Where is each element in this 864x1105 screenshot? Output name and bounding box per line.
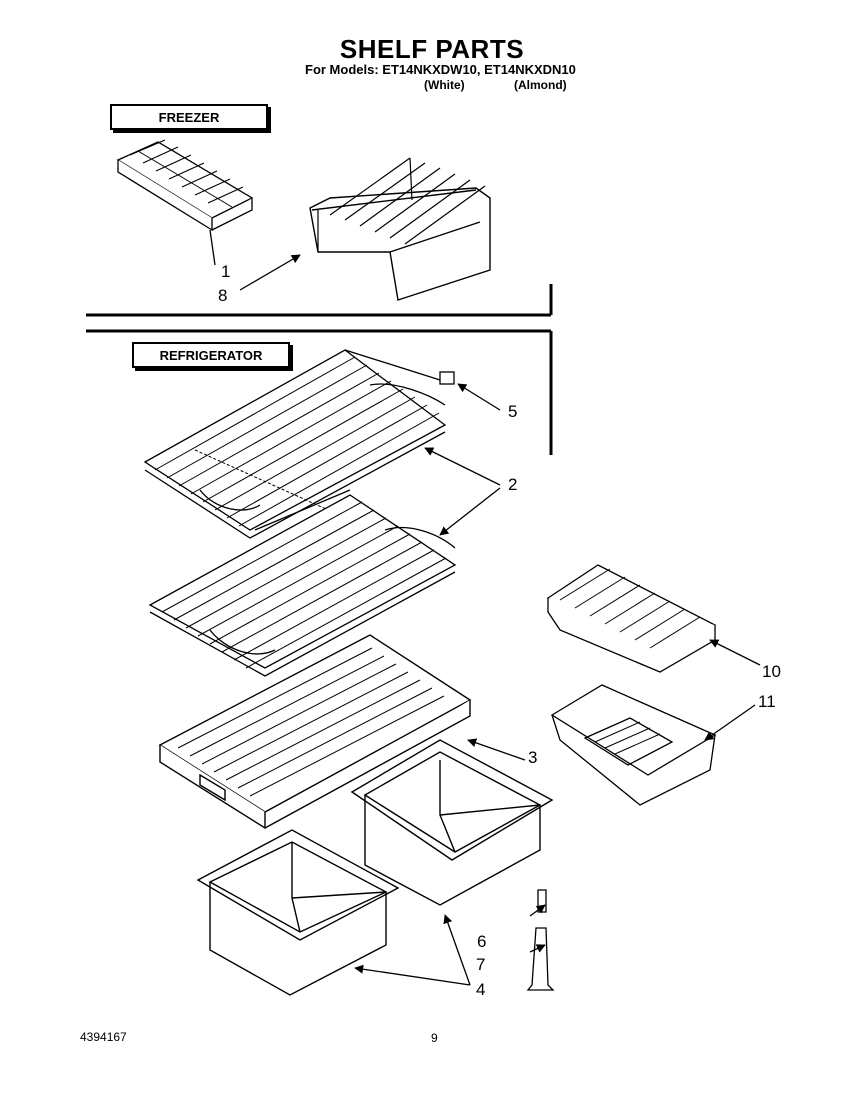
callout-6: 6 (477, 932, 487, 951)
models-line: For Models: ET14NKXDW10, ET14NKXDN10 (305, 62, 576, 77)
refrigerator-section-label: REFRIGERATOR (132, 342, 290, 368)
ice-cube-tray (116, 139, 254, 232)
leader-lines (209, 229, 761, 986)
callout-2: 2 (508, 475, 518, 494)
wire-shelf-lower (148, 494, 457, 677)
shelf-stop (439, 371, 455, 385)
page-number: 9 (431, 1031, 438, 1045)
crisper-drawer-right (350, 739, 554, 906)
freezer-section-label: FREEZER (110, 104, 268, 130)
variant-white: (White) (424, 78, 465, 92)
callout-1: 1 (221, 262, 231, 281)
freezer-shelf (309, 157, 491, 301)
wire-shelf-upper (143, 349, 447, 541)
callout-5: 5 (508, 402, 518, 421)
page-title: SHELF PARTS (339, 34, 525, 64)
callout-8: 8 (218, 286, 228, 305)
document-number: 4394167 (80, 1030, 127, 1044)
meat-keeper-cover (546, 564, 717, 673)
meat-keeper-pan (550, 684, 717, 806)
callout-7: 7 (476, 955, 486, 974)
callout-3: 3 (528, 748, 538, 767)
section-dividers (86, 284, 553, 455)
callout-4: 4 (476, 980, 486, 999)
crisper-drawer-left (196, 829, 400, 996)
variant-almond: (Almond) (514, 78, 567, 92)
leveling-leg (526, 889, 555, 991)
crisper-cover (158, 634, 472, 830)
callout-10: 10 (762, 662, 781, 681)
callout-11: 11 (758, 692, 776, 711)
